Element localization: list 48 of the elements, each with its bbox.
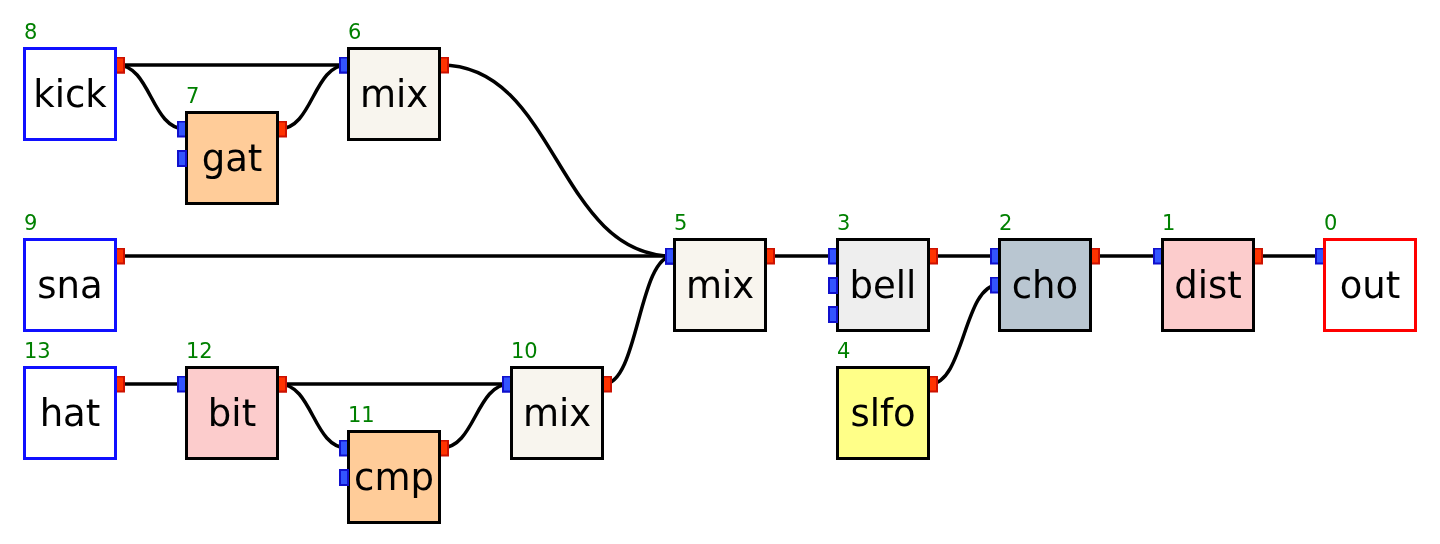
module-box xyxy=(673,238,767,332)
node-number: 5 xyxy=(674,213,688,234)
module-name: dist xyxy=(1174,266,1242,304)
module-name: bell xyxy=(849,266,917,304)
module-box xyxy=(185,366,279,460)
module-name: hat xyxy=(39,394,101,432)
connector-wire xyxy=(1090,247,1163,265)
module-box xyxy=(836,238,930,332)
module-box xyxy=(185,111,279,205)
node-number: 7 xyxy=(186,86,200,107)
module-box xyxy=(1161,238,1255,332)
module-name: gat xyxy=(201,139,263,177)
module-box xyxy=(510,366,604,460)
module-box xyxy=(23,238,117,332)
module-box xyxy=(836,366,930,460)
connector-wire xyxy=(765,247,838,265)
module-box xyxy=(347,47,441,141)
module-box xyxy=(347,430,441,524)
module-name: slfo xyxy=(850,394,916,432)
module-box xyxy=(998,238,1092,332)
node-number: 12 xyxy=(186,341,213,362)
module-name: kick xyxy=(33,75,107,113)
module-box xyxy=(1323,238,1417,332)
node-number: 0 xyxy=(1324,213,1338,234)
node-number: 8 xyxy=(24,22,38,43)
module-name: sna xyxy=(37,266,103,304)
connector-wire xyxy=(928,247,1000,265)
module-name: out xyxy=(1339,266,1401,304)
node-number: 11 xyxy=(348,405,375,426)
node-number: 1 xyxy=(1162,213,1176,234)
module-box xyxy=(23,366,117,460)
node-number: 9 xyxy=(24,213,38,234)
connector-wire xyxy=(1253,247,1325,265)
node-number: 10 xyxy=(511,341,538,362)
module-box xyxy=(23,47,117,141)
module-name: cmp xyxy=(354,458,434,496)
node-number: 2 xyxy=(999,213,1013,234)
connector-wire xyxy=(928,276,1000,393)
node-number: 6 xyxy=(348,22,362,43)
module-name: cho xyxy=(1011,266,1079,304)
node-number: 13 xyxy=(24,341,51,362)
module-name: bit xyxy=(207,394,257,432)
node-number: 4 xyxy=(837,341,851,362)
module-name: mix xyxy=(359,75,429,113)
node-number: 3 xyxy=(837,213,851,234)
module-name: mix xyxy=(522,394,592,432)
connector-wire xyxy=(115,375,187,393)
module-name: mix xyxy=(685,266,755,304)
